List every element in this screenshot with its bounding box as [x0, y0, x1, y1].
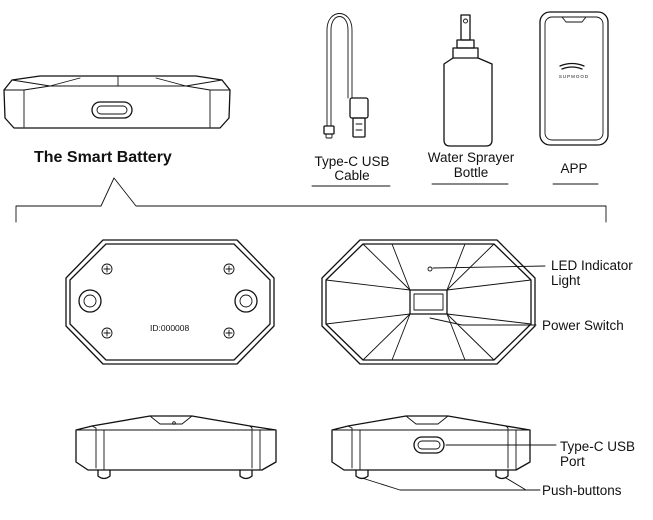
led-label-2: Light — [551, 273, 581, 288]
usb-port-label-1: Type-C USB — [560, 439, 635, 454]
power-leader-line — [429, 317, 537, 326]
led-indicator-icon — [427, 266, 433, 272]
push-button-foot-icon — [239, 469, 253, 480]
sprayer-bottle-illustration — [443, 14, 493, 147]
callout-bracket — [15, 177, 607, 223]
cable-label-1: Type-C USB — [314, 154, 389, 169]
push-button-foot-icon — [97, 469, 111, 480]
app-label: APP — [560, 161, 587, 176]
screw-icon — [223, 327, 235, 339]
cable-label-2: Cable — [334, 168, 369, 183]
screw-icon — [223, 263, 235, 275]
push-button-bottom-icon — [78, 289, 102, 313]
usb-cable-illustration — [323, 13, 369, 139]
push-button-foot-icon — [495, 469, 509, 480]
battery-side-view-right — [331, 415, 531, 480]
battery-top-view — [321, 239, 536, 365]
screw-icon — [101, 327, 113, 339]
bottle-label-1: Water Sprayer — [428, 150, 515, 165]
device-id: ID:000008 — [150, 323, 189, 333]
bottle-label-2: Bottle — [454, 165, 489, 180]
usb-port-label-2: Port — [560, 454, 585, 469]
battery-side-view-left — [75, 415, 277, 480]
screw-icon — [101, 263, 113, 275]
phone-app-illustration: SUPMOOD — [539, 11, 609, 146]
push-leader-line — [361, 477, 541, 491]
led-leader-line — [432, 265, 546, 269]
smart-battery-illustration — [3, 75, 231, 129]
usb-port-icon — [413, 436, 445, 454]
led-label-1: LED Indicator — [551, 258, 633, 273]
battery-bottom-view: ID:000008 — [65, 239, 275, 365]
push-button-bottom-icon — [234, 289, 258, 313]
battery-title: The Smart Battery — [34, 149, 172, 166]
power-switch-label: Power Switch — [542, 318, 624, 333]
app-logo-text: SUPMOOD — [559, 74, 589, 79]
push-button-foot-icon — [355, 469, 369, 480]
push-buttons-label: Push-buttons — [542, 483, 622, 498]
